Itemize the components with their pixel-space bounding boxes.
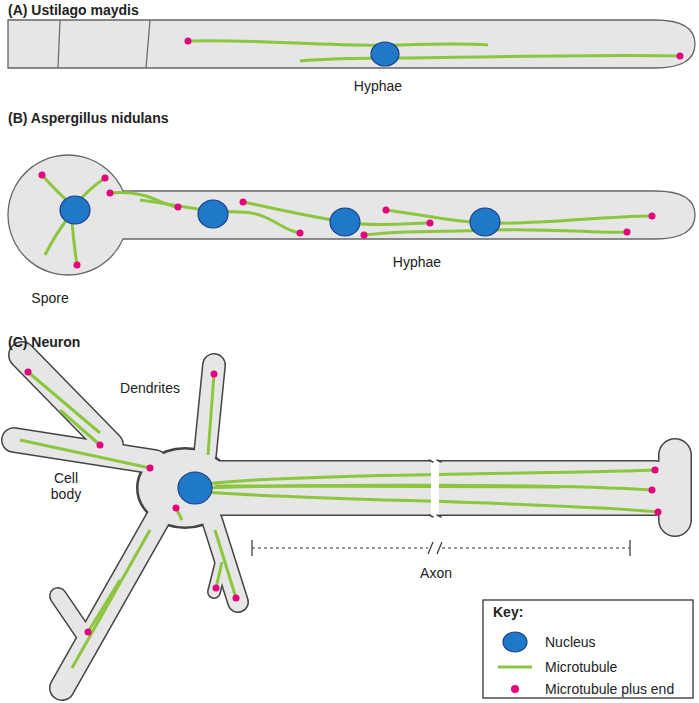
aspergillus-hypha xyxy=(8,155,695,275)
neuron xyxy=(14,355,675,688)
hyphae-label: Hyphae xyxy=(393,254,441,270)
spore-label: Spore xyxy=(31,290,68,306)
key-box xyxy=(483,600,693,698)
panel-title: (A) Ustilago maydis xyxy=(8,2,139,18)
key-title: Key: xyxy=(493,604,523,620)
ustilago-hypha xyxy=(8,20,695,68)
legend-text: Microtubule xyxy=(545,659,617,675)
axon-bracket xyxy=(252,540,630,556)
cell-body-label: Cell body xyxy=(44,470,88,502)
axon-label: Axon xyxy=(420,565,452,581)
dendrites-label: Dendrites xyxy=(120,380,180,396)
legend-text: Nucleus xyxy=(545,634,596,650)
panel-title: (B) Aspergillus nidulans xyxy=(8,110,169,126)
hyphae-label: Hyphae xyxy=(354,78,402,94)
legend-text: Microtubule plus end xyxy=(545,681,674,697)
panel-title: (C) Neuron xyxy=(8,334,80,350)
